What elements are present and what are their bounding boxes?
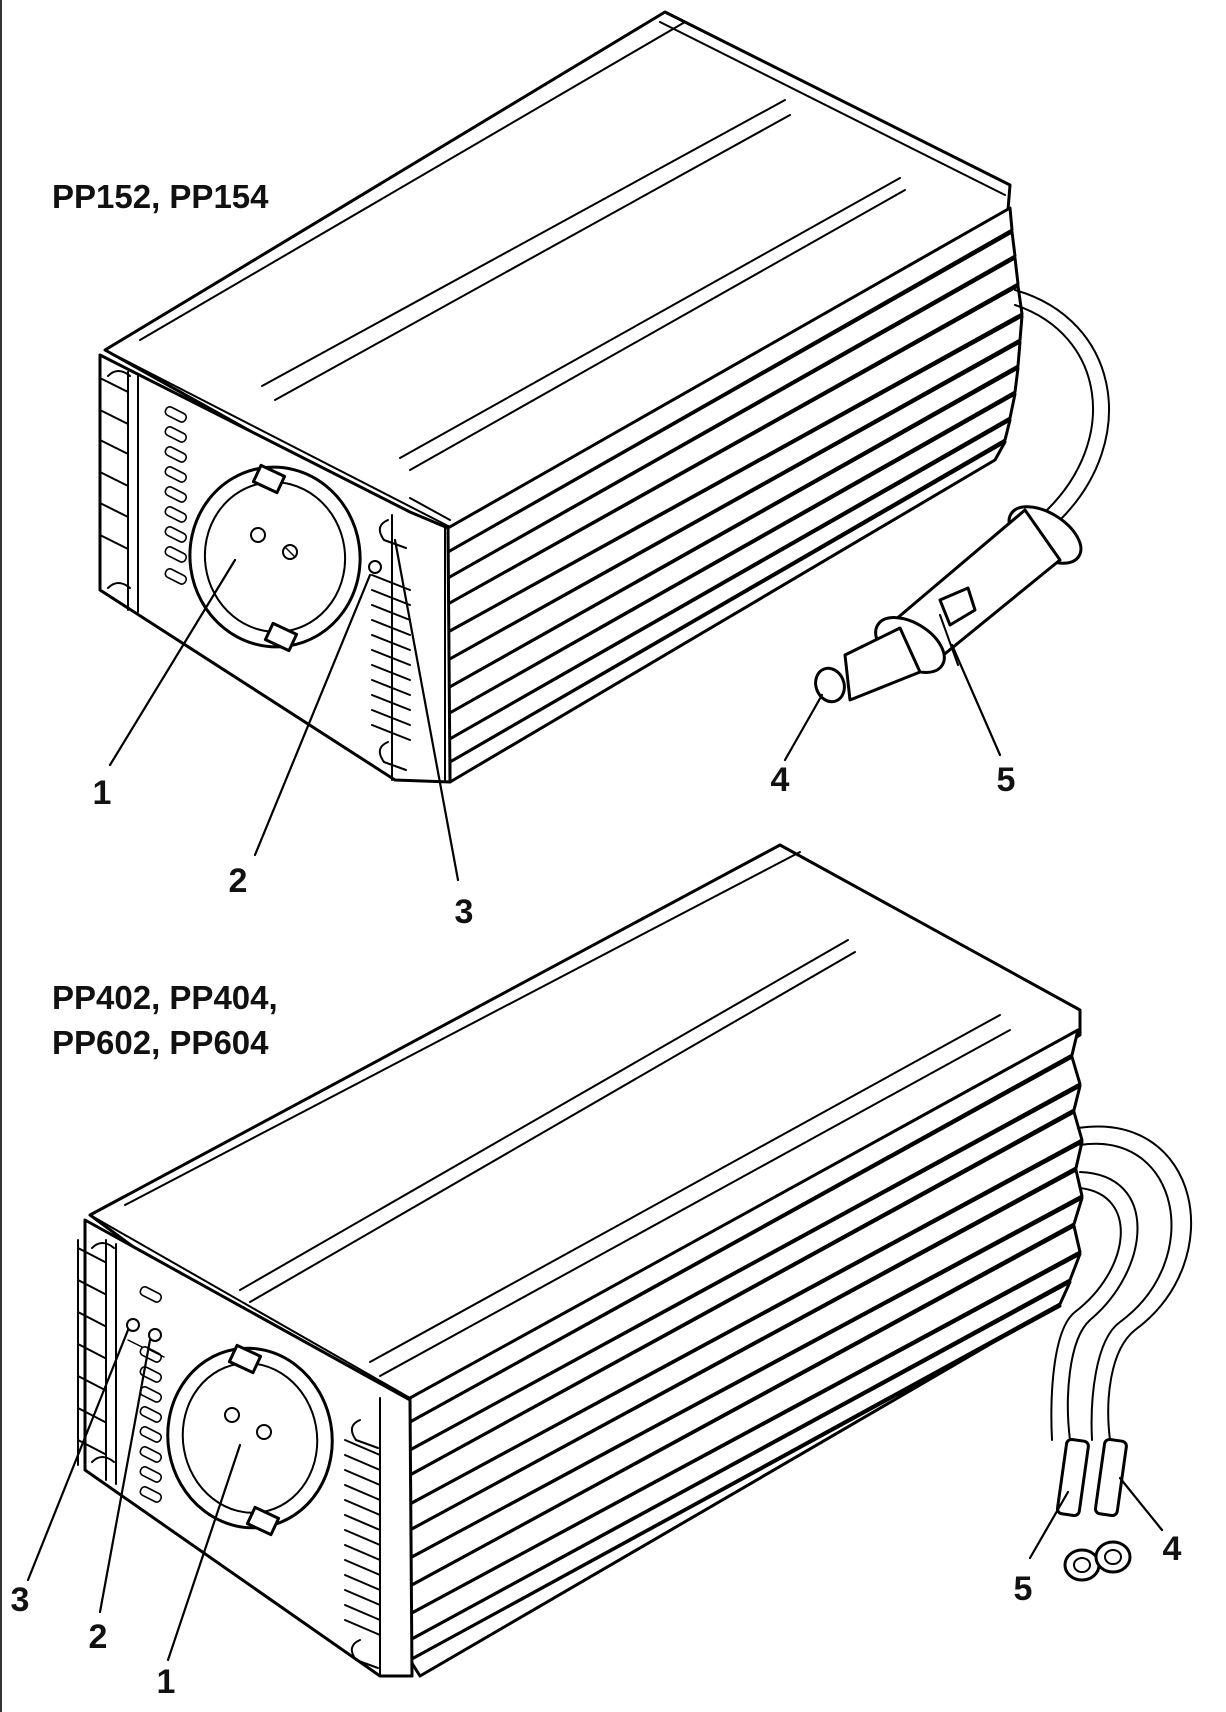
dc-cables-bottom [1050,1125,1193,1441]
power-led-top [368,560,382,574]
top-model-title: PP152, PP154 [52,178,269,215]
callout-3-bottom: 3 [10,1581,30,1619]
callout-2-top: 2 [228,862,248,900]
ring-terminals [1055,1437,1132,1582]
leader-4-top [783,693,824,762]
ac-socket-top [188,463,362,653]
page-left-border [0,0,2,1712]
power-led-bottom [126,1318,140,1332]
side-cooling-fins [446,206,1024,784]
callout-5-top: 5 [996,761,1016,799]
bottom-model-title-line-2: PP602, PP604 [52,1024,269,1061]
callout-2-bottom: 2 [88,1618,108,1656]
leader-2-top [253,573,372,857]
dc-cable-top [1014,289,1110,521]
callout-4-bottom: 4 [1162,1530,1182,1568]
bottom-model-title-line-1: PP402, PP404, [52,979,278,1016]
ac-socket-bottom [166,1343,334,1537]
front-vent-slots-left [164,406,188,585]
leader-1-top [108,558,237,767]
leader-3-top [393,538,460,882]
leader-1-bottom [166,1443,242,1662]
callout-5-bottom: 5 [1013,1570,1033,1608]
callout-4-top: 4 [770,761,790,799]
leader-2-bottom [98,1338,152,1614]
cigarette-lighter-plug [814,505,1083,704]
leader-3-bottom [26,1328,130,1582]
leader-5-top [950,643,1002,757]
front-vent-slots-bottom [139,1286,163,1503]
leader-5-bottom [1028,1490,1070,1560]
callout-1-bottom: 1 [156,1663,176,1701]
callout-3-top: 3 [454,893,474,931]
leader-4-bottom [1118,1476,1164,1532]
fault-led-bottom [148,1328,162,1342]
callout-1-top: 1 [92,774,112,812]
